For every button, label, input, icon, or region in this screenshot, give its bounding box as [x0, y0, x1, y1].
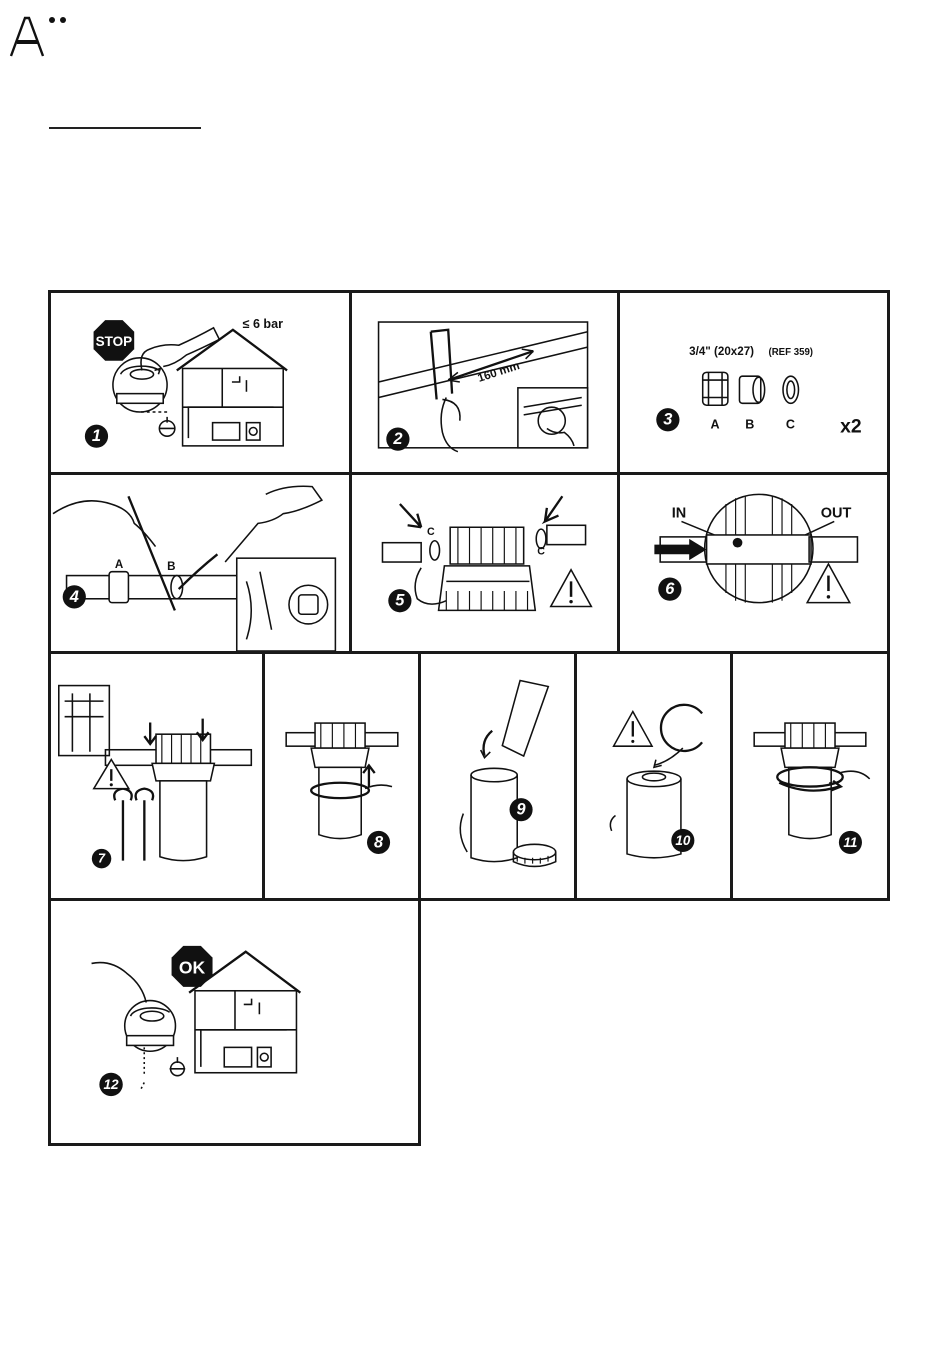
step-number-6: 6 — [658, 578, 681, 601]
warning-icon — [614, 712, 652, 747]
svg-text:6: 6 — [665, 580, 675, 598]
step-number-9: 9 — [510, 798, 533, 821]
pressure-label: ≤ 6 bar — [243, 317, 284, 331]
fitting-ref: (REF 359) — [768, 347, 813, 358]
warning-icon — [807, 564, 850, 603]
step-number-3: 3 — [656, 408, 679, 431]
warning-icon — [551, 570, 592, 607]
step-number-8: 8 — [367, 831, 390, 854]
step-number-1: 1 — [85, 425, 108, 448]
svg-text:9: 9 — [517, 801, 527, 819]
fitting-size: 3/4" (20x27) — [689, 345, 754, 358]
part-a-label: A — [710, 417, 719, 431]
step-number-2: 2 — [386, 427, 409, 450]
svg-text:10: 10 — [675, 833, 690, 848]
warning-icon — [94, 759, 129, 788]
step-3-panel: 3/4" (20x27) (REF 359) A B C x2 3 — [617, 290, 890, 475]
step-2-panel: 160 mm 2 — [349, 290, 620, 475]
out-label: OUT — [821, 506, 852, 522]
step-number-5: 5 — [388, 589, 411, 612]
step-number-7: 7 — [92, 849, 111, 868]
ok-badge: OK — [179, 957, 206, 977]
svg-text:5: 5 — [395, 592, 405, 610]
step-number-4: 4 — [63, 585, 86, 608]
svg-text:2: 2 — [392, 430, 402, 448]
washer-c-right: C — [537, 545, 545, 557]
part-c-label: C — [786, 417, 795, 431]
quantity-label: x2 — [840, 415, 862, 437]
instruction-grid: STOP ≤ 6 bar 1 160 mm — [48, 290, 890, 1146]
step-10-panel: 10 — [574, 651, 733, 901]
svg-text:12: 12 — [103, 1077, 119, 1092]
step-9-panel: 9 — [418, 651, 577, 901]
svg-text:7: 7 — [98, 852, 106, 866]
brand-logo: A — [8, 14, 70, 60]
in-label: IN — [672, 506, 687, 522]
washer-c-left: C — [427, 526, 435, 538]
step-7-panel: 7 — [48, 651, 265, 901]
svg-text:8: 8 — [374, 833, 384, 851]
part-a-label-4: A — [115, 558, 124, 571]
svg-text:11: 11 — [843, 835, 857, 850]
step-number-12: 12 — [99, 1073, 122, 1096]
step-8-panel: 8 — [262, 651, 421, 901]
stop-badge: STOP — [96, 334, 133, 349]
part-b-label-4: B — [167, 560, 175, 573]
step-11-panel: 11 — [730, 651, 890, 901]
step-number-10: 10 — [671, 829, 694, 852]
svg-text:3: 3 — [663, 411, 672, 429]
title-underline — [49, 127, 201, 129]
step-number-11: 11 — [839, 831, 862, 854]
svg-text:1: 1 — [92, 427, 101, 445]
step-1-panel: STOP ≤ 6 bar 1 — [48, 290, 352, 475]
svg-text:4: 4 — [69, 588, 79, 606]
step-6-panel: IN OUT 6 — [617, 472, 890, 654]
part-b-label: B — [745, 417, 754, 431]
step-12-panel: OK 12 — [48, 898, 421, 1146]
step-5-panel: C C 5 — [349, 472, 620, 654]
step-4-panel: A B 4 — [48, 472, 352, 654]
